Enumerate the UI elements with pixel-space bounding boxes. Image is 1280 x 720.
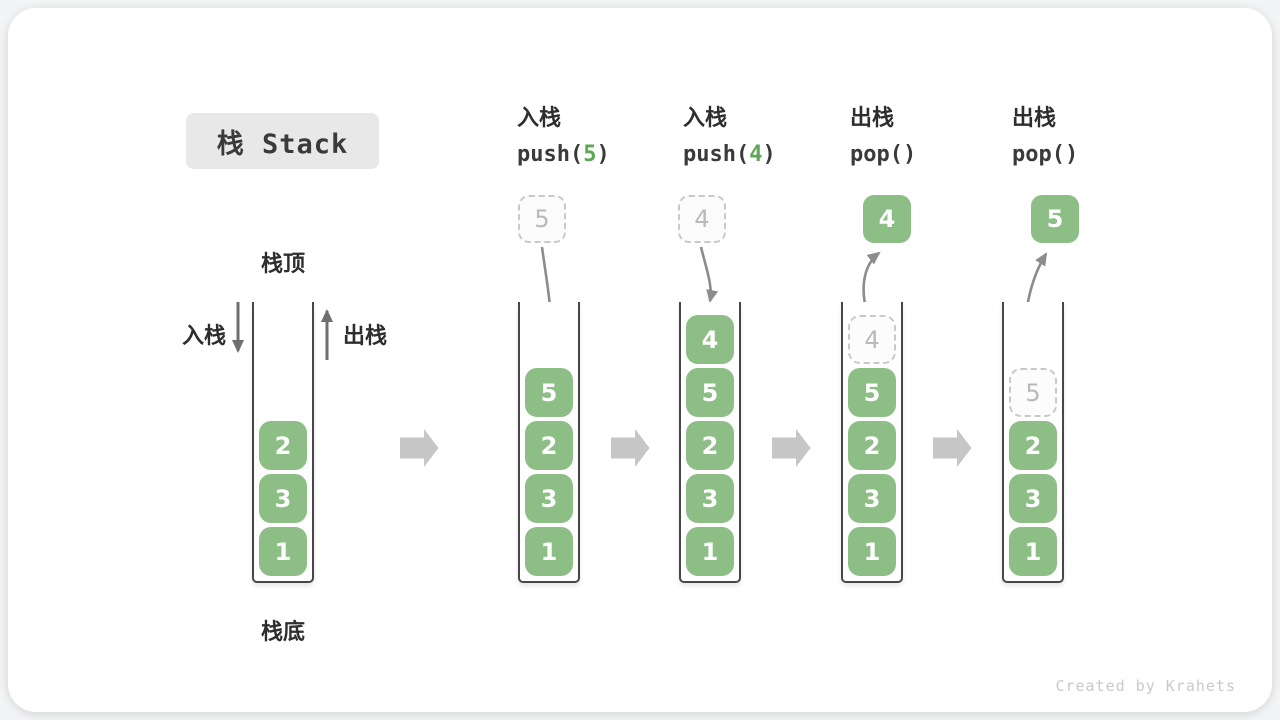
stack-cell: 5 [525,368,573,417]
op-push-4: 入栈 push(4) [683,106,843,168]
stack-container-3: 4 5 2 3 1 [679,302,741,583]
watermark: Created by Krahets [1055,677,1236,695]
stack-cell: 2 [848,421,896,470]
stack-cell: 4 [686,315,734,364]
stack-cell: 2 [686,421,734,470]
title-text: 栈 Stack [216,128,349,160]
op-push-5: 入栈 push(5) [517,106,677,168]
stack-container-5: 5 2 3 1 [1002,302,1064,583]
code-arg: 4 [749,142,763,167]
popped-value: 4 [878,205,896,233]
op-pop-2-name: 出栈 [1012,106,1057,131]
push-4-arrow-icon [699,246,719,303]
op-pop-2: 出栈 pop() [1012,106,1172,168]
op-push-4-name: 入栈 [683,106,728,131]
popped-value: 5 [1046,205,1064,233]
stack-cell: 2 [1009,421,1057,470]
code-post: ) [1064,142,1079,167]
diagram-card: 栈 Stack 入栈 push(5) 入栈 push(4) 出栈 pop() 出… [8,8,1272,712]
incoming-element-5: 5 [518,195,566,243]
stack-cell: 1 [686,527,734,576]
op-pop-2-code: pop() [1012,142,1172,168]
stack-container-4: 4 5 2 3 1 [841,302,903,583]
flow-arrow-4-icon [933,429,972,467]
stack-bottom-label: 栈底 [260,620,305,645]
stack-cell: 1 [259,527,307,576]
stack-cell: 3 [525,474,573,523]
stack-cell: 1 [1009,527,1057,576]
op-push-5-code: push(5) [517,142,677,168]
op-pop-1-code: pop() [850,142,1010,168]
incoming-value: 4 [694,205,710,233]
stack-cell: 3 [1009,474,1057,523]
stack-cell: 2 [259,421,307,470]
stack-container-2: 5 2 3 1 [518,302,580,583]
stack-cell: 5 [686,368,734,417]
stack-cell: 3 [686,474,734,523]
op-pop-1: 出栈 pop() [850,106,1010,168]
op-pop-1-name: 出栈 [850,106,895,131]
op-push-5-name: 入栈 [517,106,562,131]
title-box: 栈 Stack [186,113,379,169]
stack-cell: 3 [259,474,307,523]
stack-cell: 3 [848,474,896,523]
incoming-element-4: 4 [678,195,726,243]
stack-cell: 1 [525,527,573,576]
code-pre: pop( [1012,142,1065,167]
stack-cell-ghost: 4 [848,315,896,364]
pop-side-label: 出栈 [343,324,388,349]
incoming-value: 5 [534,205,550,233]
stack-top-label: 栈顶 [260,252,305,277]
push-side-label: 入栈 [182,324,227,349]
stack-cell-ghost: 5 [1009,368,1057,417]
flow-arrow-2-icon [611,429,650,467]
stack-cell: 2 [525,421,573,470]
code-post: ) [902,142,917,167]
stack-container-1: 2 3 1 [252,302,314,583]
code-pre: push( [517,142,584,167]
stack-cell: 5 [848,368,896,417]
flow-arrow-1-icon [400,429,439,467]
code-post: ) [596,142,610,167]
popped-element-4: 4 [863,195,911,243]
stack-cell: 1 [848,527,896,576]
code-arg: 5 [583,142,597,167]
code-pre: push( [683,142,750,167]
code-pre: pop( [850,142,903,167]
popped-element-5: 5 [1031,195,1079,243]
code-post: ) [762,142,776,167]
op-push-4-code: push(4) [683,142,843,168]
flow-arrow-3-icon [772,429,811,467]
